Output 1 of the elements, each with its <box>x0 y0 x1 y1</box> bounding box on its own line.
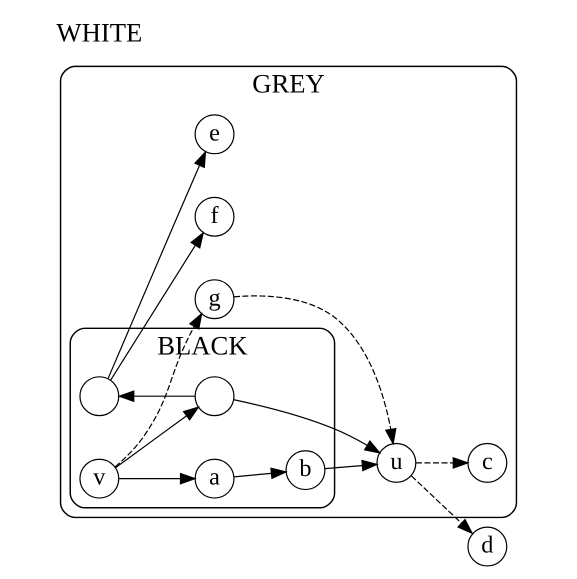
label: WHITE <box>56 18 142 48</box>
